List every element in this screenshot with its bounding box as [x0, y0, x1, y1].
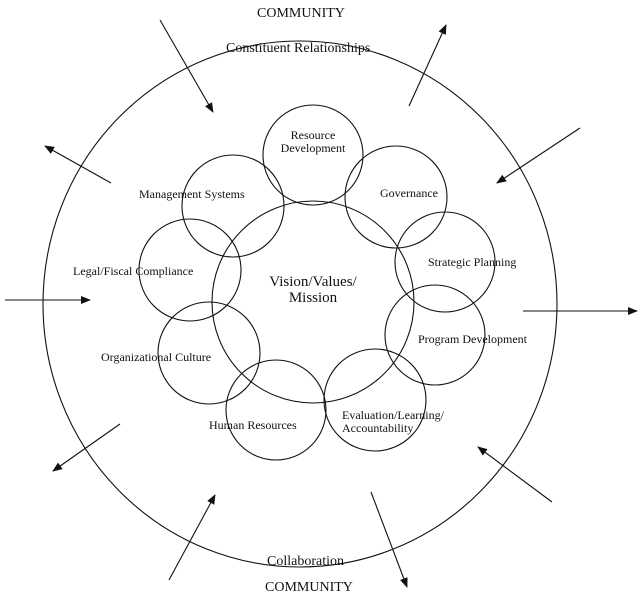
human-resources-circle [225, 359, 327, 461]
strategic-planning-label: Strategic Planning [428, 255, 517, 269]
program-development-label: Program Development [418, 332, 527, 346]
community-bottom-label: COMMUNITY [265, 580, 353, 595]
evaluation-line-2: Accountability [342, 420, 414, 435]
management-systems-label: Management Systems [139, 187, 245, 201]
management-systems-circle [181, 154, 285, 258]
constituent-relationships-label: Constituent Relationships [226, 41, 371, 56]
vision-line-2: Mission [288, 289, 338, 306]
resource-development-label: Resource Development [263, 129, 363, 154]
arrow-lower-right-in [477, 446, 553, 503]
organizational-culture-circle [157, 301, 261, 405]
community-circle [42, 40, 558, 568]
vision-line-1: Vision/Values/ [269, 274, 357, 290]
evaluation-line-1: Evaluation/Learning/ [342, 408, 444, 422]
legal-fiscal-compliance-label: Legal/Fiscal Compliance [73, 264, 194, 278]
arrow-lower-left-out [52, 423, 121, 472]
evaluation-label: Evaluation/Learning/ Accountability [342, 409, 444, 434]
program-development-circle [384, 284, 486, 386]
organizational-culture-label: Organizational Culture [101, 350, 212, 364]
governance-label: Governance [380, 186, 438, 200]
human-resources-label: Human Resources [209, 418, 297, 432]
resource-development-line-1: Resource [290, 128, 336, 142]
strategic-planning-circle [394, 211, 496, 313]
governance-circle [344, 145, 448, 249]
legal-fiscal-circle [138, 218, 242, 322]
arrow-bottom-left-in [168, 494, 216, 581]
arrow-top-in [159, 19, 214, 113]
resource-development-line-2: Development [280, 140, 346, 155]
arrow-upper-left-out [44, 145, 112, 184]
community-top-label: COMMUNITY [257, 6, 345, 21]
arrow-upper-right-in [496, 127, 581, 184]
evaluation-circle [323, 348, 427, 452]
vision-values-mission-label: Vision/Values/ Mission [253, 274, 373, 307]
resource-development-circle [262, 104, 364, 206]
arrow-top-out [408, 24, 447, 107]
collaboration-label: Collaboration [267, 554, 344, 569]
arrow-bottom-right-out [370, 491, 408, 588]
